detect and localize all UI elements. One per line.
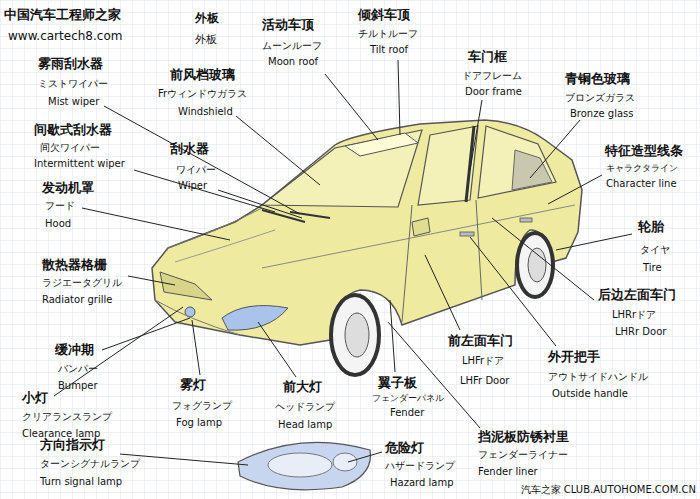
part-name: 车门框 <box>468 50 507 65</box>
part-label: ミストワイパー <box>38 78 108 90</box>
part-name: 轮胎 <box>638 220 664 235</box>
part-name: 外开把手 <box>548 350 600 365</box>
part-label: Turn signal lamp <box>40 476 122 488</box>
part-label: LHRrドア <box>612 309 656 321</box>
part-label: ラジエータグリル <box>42 277 122 289</box>
part-name: 活动车顶 <box>262 18 314 33</box>
part-label: フォグランプ <box>172 400 232 412</box>
part-name: 翼子板 <box>378 376 417 391</box>
part-label: フェンダーパネル <box>372 393 444 403</box>
part-label: Radiator grille <box>42 294 112 306</box>
part-name: 危险灯 <box>385 441 424 456</box>
part-label: Bronze glass <box>570 108 633 120</box>
part-label: Character line <box>606 178 677 190</box>
part-name: 前左面车门 <box>448 334 513 349</box>
part-name: 刮水器 <box>170 142 209 157</box>
part-label: クリアランスランプ <box>22 411 112 423</box>
part-label: ムーンルーフ <box>262 40 322 52</box>
part-label: Hood <box>45 218 71 230</box>
part-label: 汽车之家 CLUB.AUTOHOME.COM.CN <box>521 484 696 496</box>
part-name: 发动机罩 <box>42 181 94 196</box>
part-label: Hazard lamp <box>390 477 453 489</box>
part-name: 小灯 <box>22 391 48 406</box>
part-label: LHFr Door <box>460 375 509 387</box>
part-name: 缓冲期 <box>55 343 94 358</box>
part-label: ヘッドランプ <box>275 401 335 413</box>
part-label: アウトサイドハンドル <box>548 371 648 383</box>
part-name: 后边左面车门 <box>598 288 676 303</box>
part-label: www.cartech8.com <box>8 30 122 44</box>
part-label: 间欠ワイパー <box>40 142 100 154</box>
part-name: 散热器格栅 <box>42 258 107 273</box>
part-label: ターンシグナルランプ <box>40 458 140 470</box>
part-name: 特征造型线条 <box>605 144 683 159</box>
part-label: Bumper <box>58 380 98 392</box>
part-name: 方向指示灯 <box>40 438 105 453</box>
part-label: ドアフレーム <box>462 70 522 82</box>
part-label: Mist wiper <box>48 96 99 108</box>
part-name: 中国汽车工程师之家 <box>4 8 121 23</box>
part-label: Fender liner <box>478 466 538 478</box>
part-label: Tire <box>643 262 662 274</box>
part-name: 外板 <box>195 12 219 26</box>
part-name: 挡泥板防锈衬里 <box>478 430 569 445</box>
part-name: 前风档玻璃 <box>170 68 235 83</box>
part-label: キャラクタライン <box>606 163 678 173</box>
part-label: Moon roof <box>268 56 318 68</box>
part-label: バンパー <box>58 363 98 375</box>
part-label: Door frame <box>465 86 522 98</box>
part-label: LHFrドア <box>462 355 504 367</box>
part-label: Outside handle <box>552 388 628 400</box>
part-label: 外板 <box>195 34 217 47</box>
part-name: 倾斜车顶 <box>358 8 410 23</box>
part-label: ハザードランプ <box>385 460 455 472</box>
part-label: Fog lamp <box>176 417 222 429</box>
part-name: 雾雨刮水器 <box>38 57 103 72</box>
part-label: フェンダーライナー <box>478 449 568 461</box>
part-name: 前大灯 <box>283 380 322 395</box>
part-label: チルトルーフ <box>358 28 418 40</box>
part-label: Wiper <box>178 180 207 192</box>
part-name: 青铜色玻璃 <box>565 72 630 87</box>
part-label: Head lamp <box>278 419 332 431</box>
part-label: ワイパー <box>176 164 216 176</box>
part-label: Intermittent wiper <box>34 158 125 170</box>
part-label: Frウィンドウガラス <box>158 88 247 100</box>
part-label: LHRr Door <box>615 326 666 338</box>
part-label: Fender <box>390 407 424 419</box>
part-label: フード <box>45 200 75 212</box>
part-label: ブロンズガラス <box>565 92 635 104</box>
part-label: タイヤ <box>640 244 670 256</box>
part-name: 间歇式刮水器 <box>34 123 112 138</box>
part-label: Tilt roof <box>370 44 408 56</box>
part-name: 雾灯 <box>180 378 206 393</box>
part-label: Windshield <box>178 106 233 118</box>
